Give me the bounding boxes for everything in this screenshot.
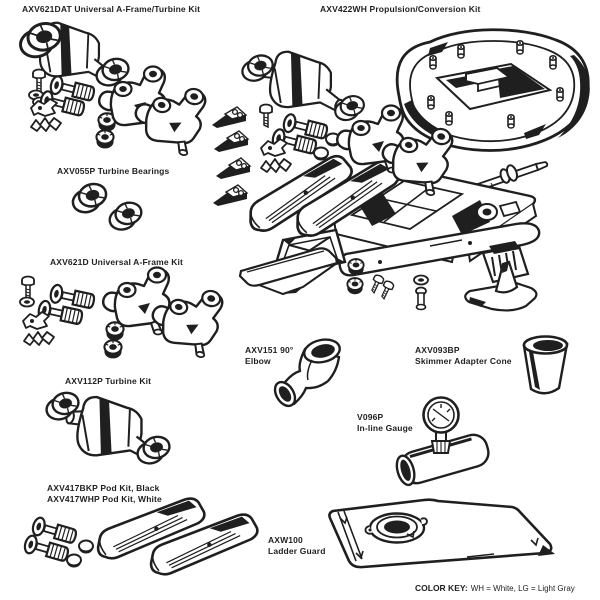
pin-bolt bbox=[415, 286, 427, 311]
label-axv093bp-code: AXV093BP bbox=[415, 345, 460, 355]
axv422wh-kit-illustration bbox=[211, 28, 590, 312]
ladder-guard-illustration bbox=[328, 498, 555, 569]
label-axv621dat-kit: AXV621DAT Universal A-Frame/Turbine Kit bbox=[22, 4, 201, 14]
color-key-entries: WH = White, LG = Light Gray bbox=[470, 584, 575, 593]
label-axw100-ladder-guard: AXW100 Ladder Guard bbox=[268, 535, 326, 556]
label-axv112p-kit: AXV112P Turbine Kit bbox=[65, 376, 152, 386]
label-axv151-elbow: AXV151 90° Elbow bbox=[245, 345, 293, 366]
label-axv417bkp-line: AXV417BKP Pod Kit, Black bbox=[47, 483, 160, 493]
axv621dat-kit-illustration bbox=[15, 15, 210, 159]
label-axv422wh-kit: AXV422WH Propulsion/Conversion Kit bbox=[320, 4, 481, 14]
label-v096p-gauge: V096P In-line Gauge bbox=[357, 412, 413, 433]
label-axw100-code: AXW100 bbox=[268, 535, 303, 545]
inline-gauge-illustration bbox=[395, 396, 490, 487]
axv621d-kit-illustration bbox=[19, 266, 227, 361]
mounting-bracket bbox=[464, 241, 538, 312]
label-v096p-code: V096P bbox=[357, 412, 384, 422]
flat-panel bbox=[238, 247, 339, 296]
color-key-title: COLOR KEY: bbox=[415, 583, 468, 593]
label-axw100-name: Ladder Guard bbox=[268, 545, 326, 556]
skimmer-adapter-cone-illustration bbox=[522, 335, 569, 395]
label-axv417whp-line: AXV417WHP Pod Kit, White bbox=[47, 493, 162, 504]
axv417-pod-kit-illustration bbox=[21, 494, 264, 579]
color-key: COLOR KEY:WH = White, LG = Light Gray bbox=[415, 583, 575, 594]
label-v096p-name: In-line Gauge bbox=[357, 422, 413, 433]
label-axv417-pod-kit: AXV417BKP Pod Kit, Black AXV417WHP Pod K… bbox=[47, 483, 162, 504]
label-axv055p-bearings: AXV055P Turbine Bearings bbox=[57, 166, 170, 176]
elbow-illustration bbox=[273, 338, 341, 408]
label-axv151-name: Elbow bbox=[245, 355, 271, 366]
label-axv151-code: AXV151 90° bbox=[245, 345, 294, 355]
body-shell bbox=[395, 28, 590, 152]
label-axv093bp-cone: AXV093BP Skimmer Adapter Cone bbox=[415, 345, 512, 366]
axv055p-bearings-illustration bbox=[68, 179, 146, 234]
axv112p-kit-illustration bbox=[42, 389, 174, 473]
label-axv093bp-name: Skimmer Adapter Cone bbox=[415, 355, 512, 366]
label-axv621d-kit: AXV621D Universal A-Frame Kit bbox=[50, 257, 183, 267]
